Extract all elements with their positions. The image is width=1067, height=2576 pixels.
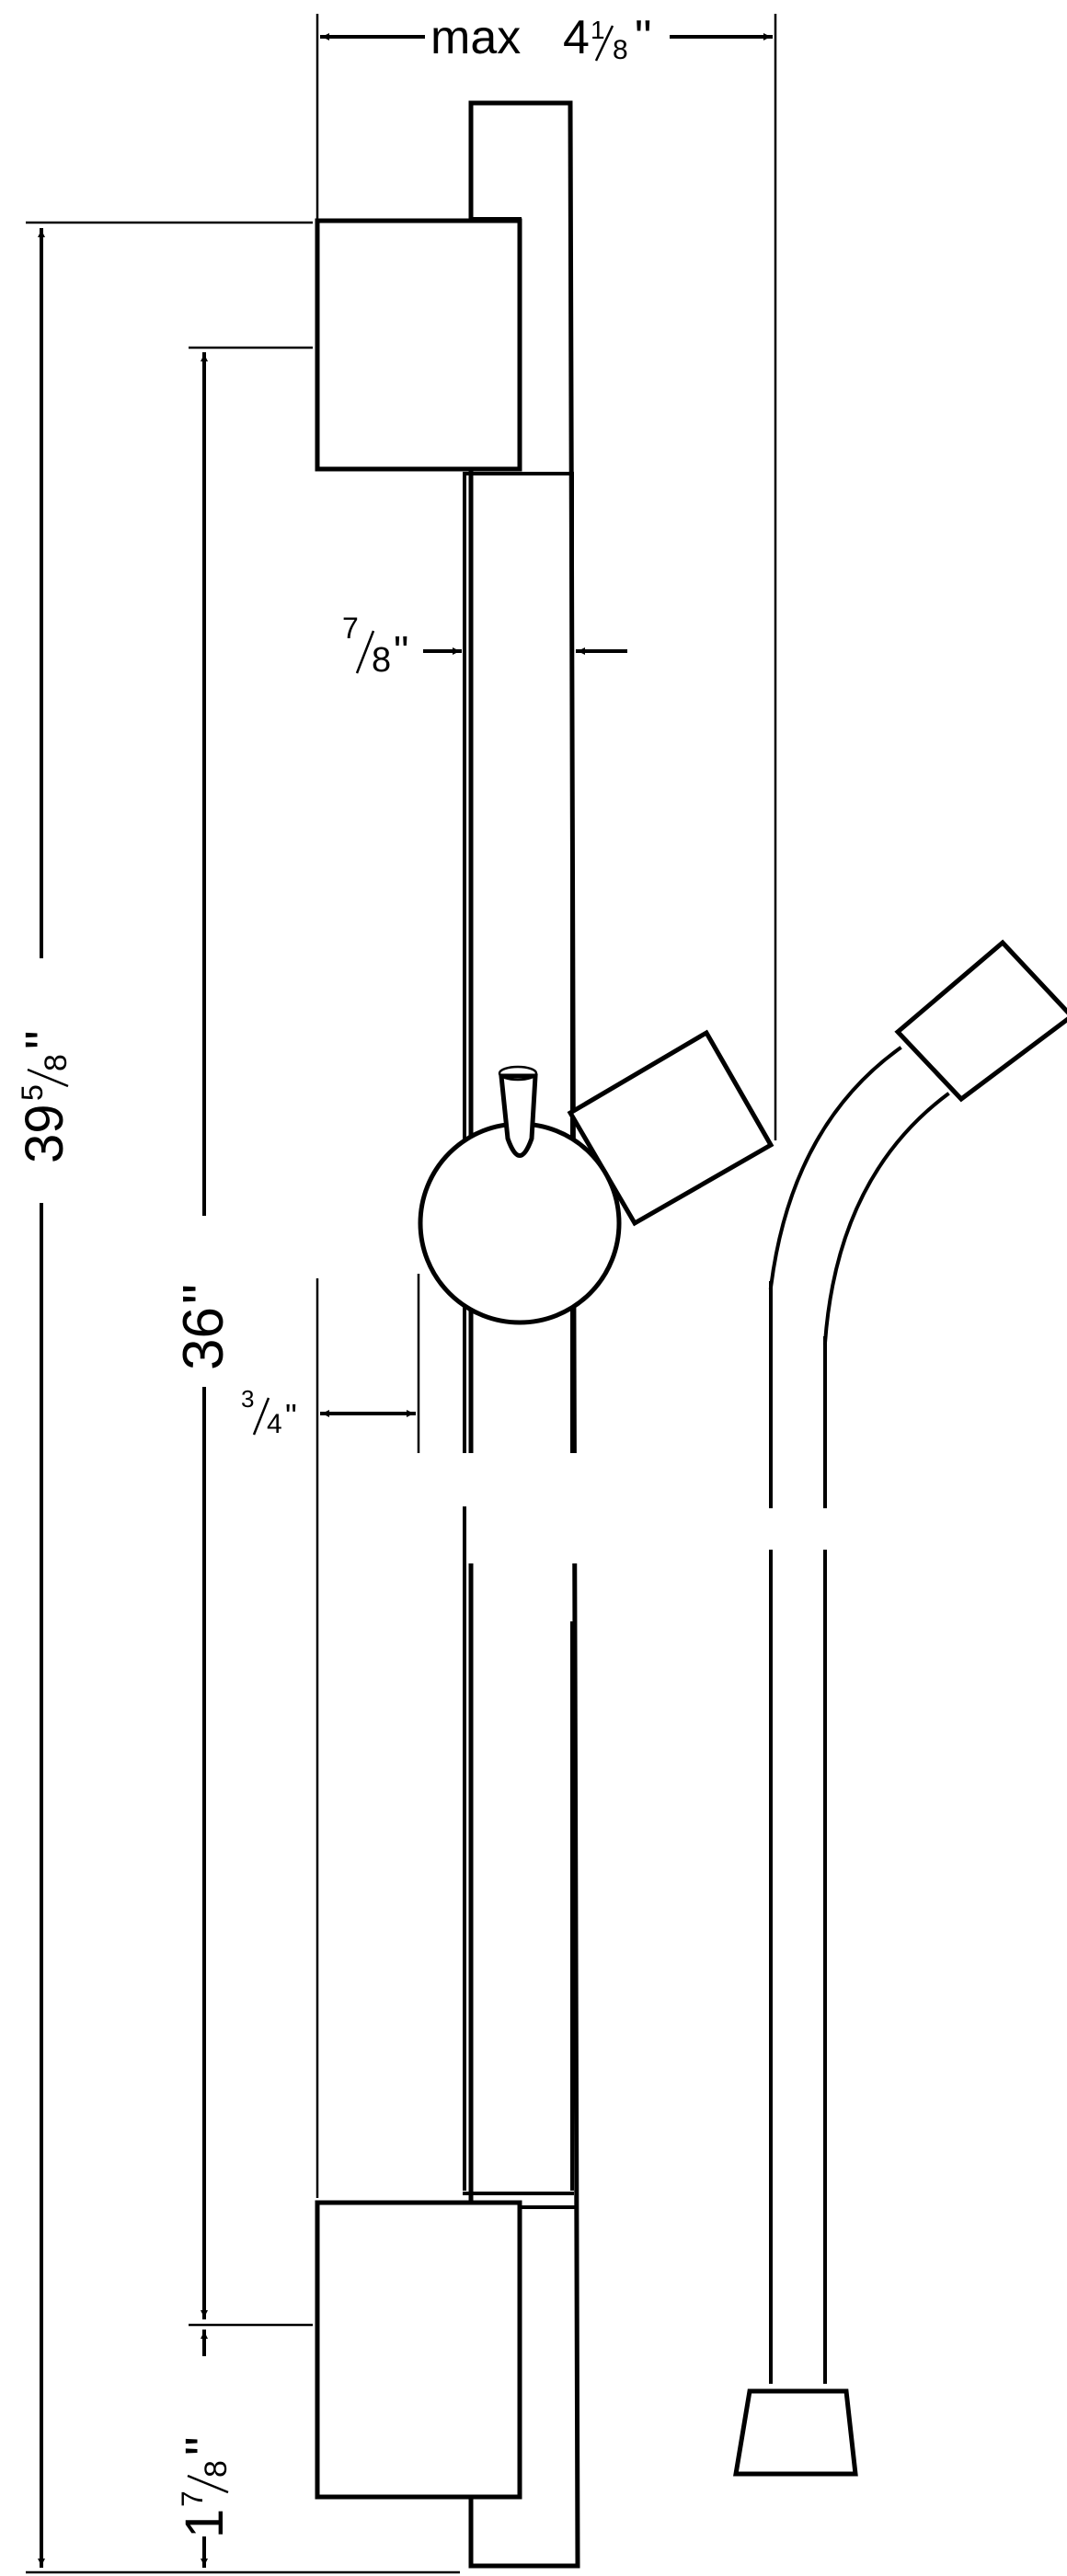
dim-rail-diameter: 7 8 " bbox=[342, 612, 627, 680]
dim-max-width-unit: " bbox=[635, 11, 651, 64]
extension-lines bbox=[26, 14, 777, 2574]
wall-bar bbox=[468, 100, 580, 2569]
dim-wall-clearance-unit: " bbox=[285, 1397, 297, 1435]
dim-bracket-spacing-value: 36 bbox=[172, 1307, 235, 1370]
dim-wall-clearance-frac-den: 4 bbox=[267, 1409, 282, 1439]
bottom-wall-bracket bbox=[315, 2200, 577, 2500]
dim-wall-clearance-frac-num: 3 bbox=[241, 1385, 254, 1413]
dim-overall-height-whole: 39 bbox=[15, 1104, 75, 1163]
dim-max-width: max 4 1 8 " bbox=[320, 11, 773, 65]
dim-overall-height-unit: " bbox=[15, 1030, 75, 1049]
dim-bracket-spacing: 36 " bbox=[172, 352, 235, 2319]
dim-rail-diameter-frac-num: 7 bbox=[342, 612, 359, 645]
dim-rail-diameter-unit: " bbox=[394, 627, 408, 675]
dim-bottom-offset-frac-den: 8 bbox=[199, 2460, 234, 2478]
dim-rail-diameter-frac-den: 8 bbox=[372, 641, 391, 680]
dim-bottom-offset-frac-num: 7 bbox=[176, 2490, 209, 2507]
top-wall-bracket bbox=[315, 217, 522, 472]
dim-bottom-offset-unit: " bbox=[175, 2436, 235, 2456]
shower-hose bbox=[733, 939, 1067, 2477]
dim-bottom-offset-whole: 1 bbox=[175, 2509, 235, 2538]
dim-overall-height-frac-den: 8 bbox=[39, 1054, 74, 1071]
dim-overall-height-frac-num: 5 bbox=[16, 1084, 49, 1101]
dim-max-width-frac-num: 1 bbox=[591, 16, 605, 44]
dim-overall-height: 39 5 8 " bbox=[15, 228, 75, 2568]
dim-max-width-frac-den: 8 bbox=[613, 35, 628, 65]
dim-max-width-whole: 4 bbox=[563, 11, 590, 64]
slider-holder bbox=[418, 1029, 774, 1325]
dim-bottom-offset: 1 7 8 " bbox=[175, 2330, 235, 2568]
dim-max-width-prefix: max bbox=[430, 11, 521, 64]
dim-wall-clearance: 3 4 " bbox=[241, 1385, 416, 1439]
dim-bracket-spacing-unit: " bbox=[172, 1284, 235, 1304]
